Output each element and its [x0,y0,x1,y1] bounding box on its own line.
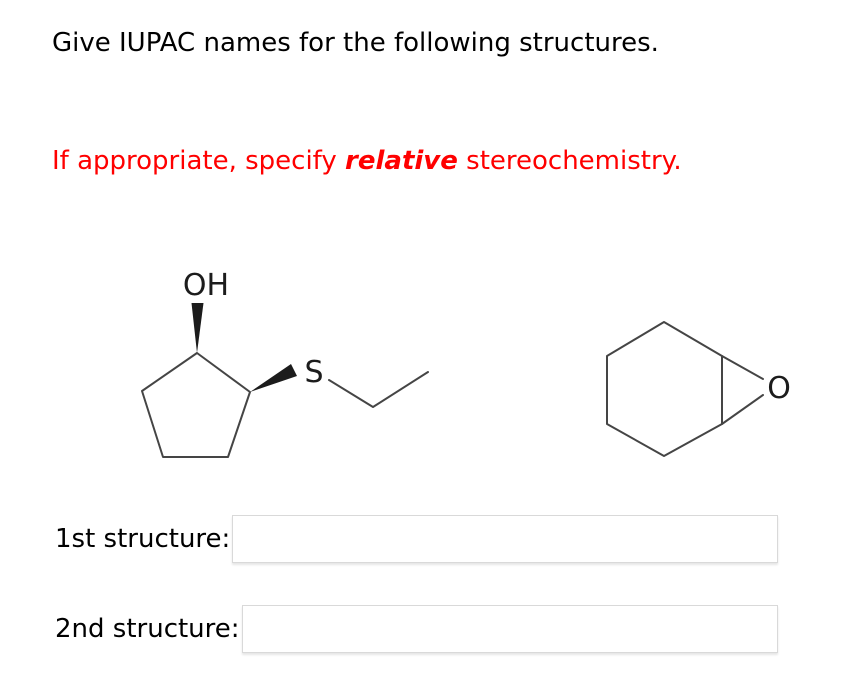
wedge-bond-hydroxyl [191,303,204,353]
structure-first-ethylthio-cyclopentanol: OH S [141,268,429,458]
sulfur-atom-label: S [304,355,323,390]
cyclohexane-ring-bond [606,321,723,457]
instruction-suffix: stereochemistry. [457,146,682,176]
first-answer-row: 1st structure: [55,514,778,563]
instruction-prefix: If appropriate, specify [52,146,346,176]
second-structure-input[interactable] [241,604,778,653]
hydroxyl-atom-label: OH [183,268,229,303]
ethyl-chain-bond [328,371,429,408]
wedge-bond-sulfur [250,364,297,392]
question-title: Give IUPAC names for the following struc… [52,28,659,58]
cyclopentane-ring-bond [141,352,251,458]
first-structure-label: 1st structure: [55,523,231,554]
instruction-emphasis: relative [345,146,458,176]
second-answer-row: 2nd structure: [55,604,778,653]
structure-second-cyclohexene-oxide: O [606,321,791,457]
oxygen-atom-label: O [767,371,791,406]
instruction-text: If appropriate, specify relative stereoc… [52,146,682,176]
epoxide-upper-bond [721,355,764,380]
second-structure-label: 2nd structure: [55,613,240,644]
epoxide-lower-bond [721,394,764,425]
first-structure-input[interactable] [232,514,778,563]
